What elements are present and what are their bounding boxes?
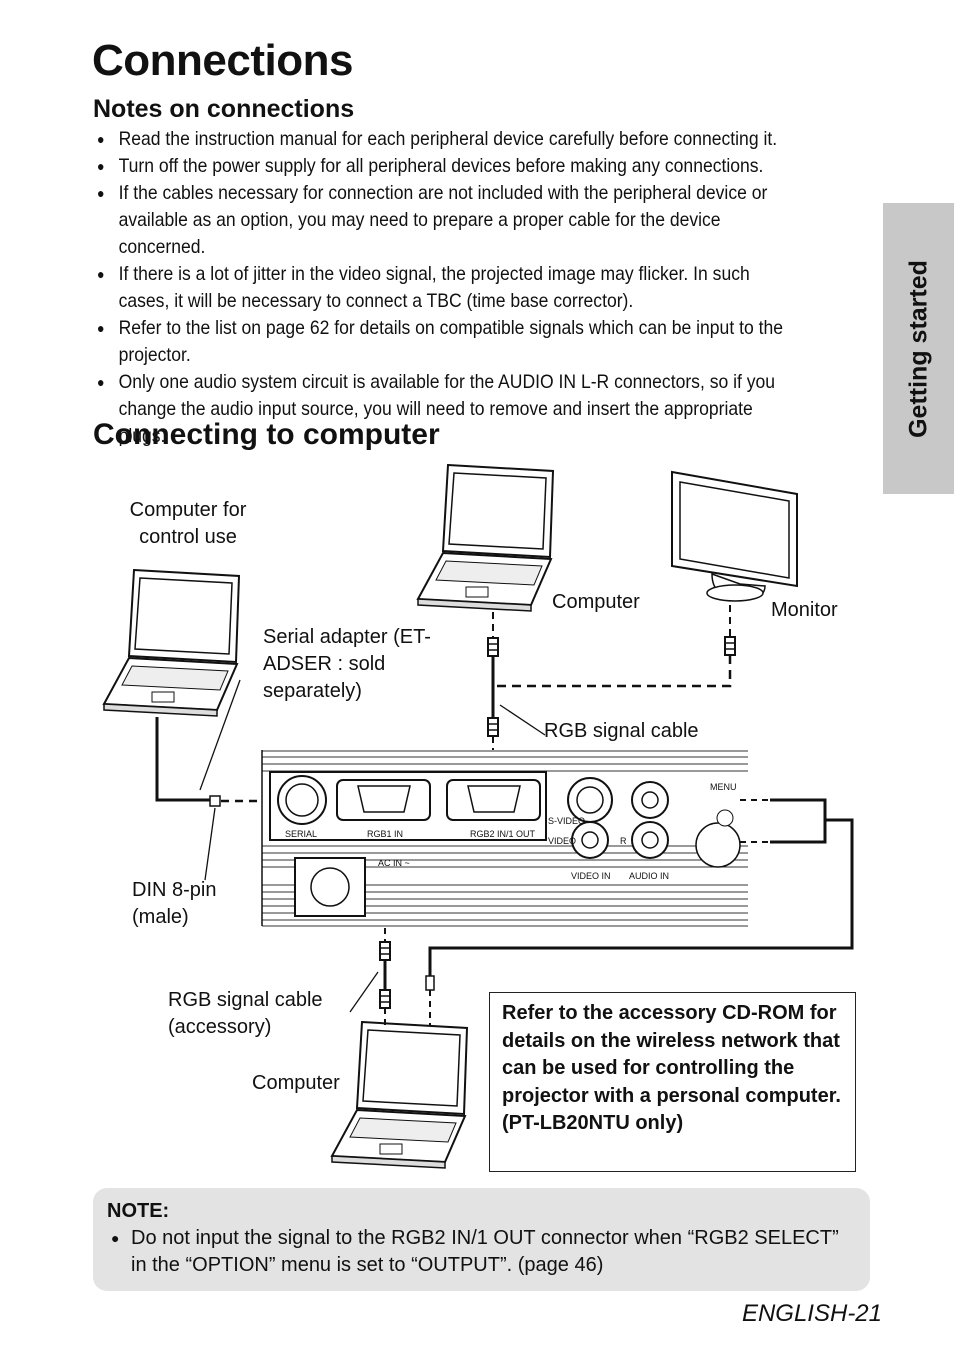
panel-label-rgb1: RGB1 IN [367,829,404,839]
label-control-computer: Computer for control use [129,499,247,548]
label-computer-bottom: Computer [252,1072,340,1094]
label-monitor: Monitor [771,599,838,621]
note-box: NOTE: Do not input the signal to the RGB… [93,1188,870,1291]
cd-rom-note-box: Refer to the accessory CD-ROM for detail… [489,992,856,1172]
panel-label-video-in: VIDEO IN [571,871,611,881]
panel-label-audio-in: AUDIO IN [629,871,670,881]
panel-label-r: R [620,836,627,846]
panel-label-ac-in: AC IN ~ [378,858,410,868]
label-din: DIN 8-pin (male) [132,879,217,928]
panel-label-menu: MENU [710,782,737,792]
note-item: If there is a lot of jitter in the video… [97,261,795,315]
note-title: NOTE: [107,1200,170,1222]
note-item: Only one audio system circuit is availab… [97,369,795,450]
computer-top-icon [417,464,554,612]
panel-label-s-video: S-VIDEO [548,816,586,826]
projector-panel [261,750,748,927]
panel-label-video: VIDEO [548,836,577,846]
side-tab: Getting started [883,203,954,494]
label-serial-adapter: Serial adapter (ET-ADSER : sold separate… [263,626,431,702]
footer-page-number: -21 [847,1300,882,1327]
panel-label-serial: SERIAL [285,829,318,839]
connection-diagram [103,464,854,1169]
control-computer-icon [103,569,240,717]
note-item: If the cables necessary for connection a… [97,180,795,261]
label-rgb-cable: RGB signal cable [544,720,699,742]
panel-label-rgb2: RGB2 IN/1 OUT [470,829,536,839]
notes-heading: Notes on connections [93,95,355,123]
footer-language: ENGLISH [741,1300,848,1327]
side-tab-label: Getting started [904,259,932,438]
note-text: Do not input the signal to the RGB2 IN/1… [107,1225,856,1279]
label-computer-top: Computer [552,591,640,613]
monitor-icon [671,470,798,602]
label-rgb-cable-accessory: RGB signal cable (accessory) [168,989,323,1038]
note-item: Turn off the power supply for all periph… [97,153,795,180]
page-footer: ENGLISH-21 [742,1300,882,1328]
section-heading: Connecting to computer [93,418,440,451]
notes-list: Read the instruction manual for each per… [97,126,795,450]
computer-bottom-icon [331,1021,468,1169]
note-item: Read the instruction manual for each per… [97,126,795,153]
note-item: Refer to the list on page 62 for details… [97,315,795,369]
page-title: Connections [92,36,353,85]
